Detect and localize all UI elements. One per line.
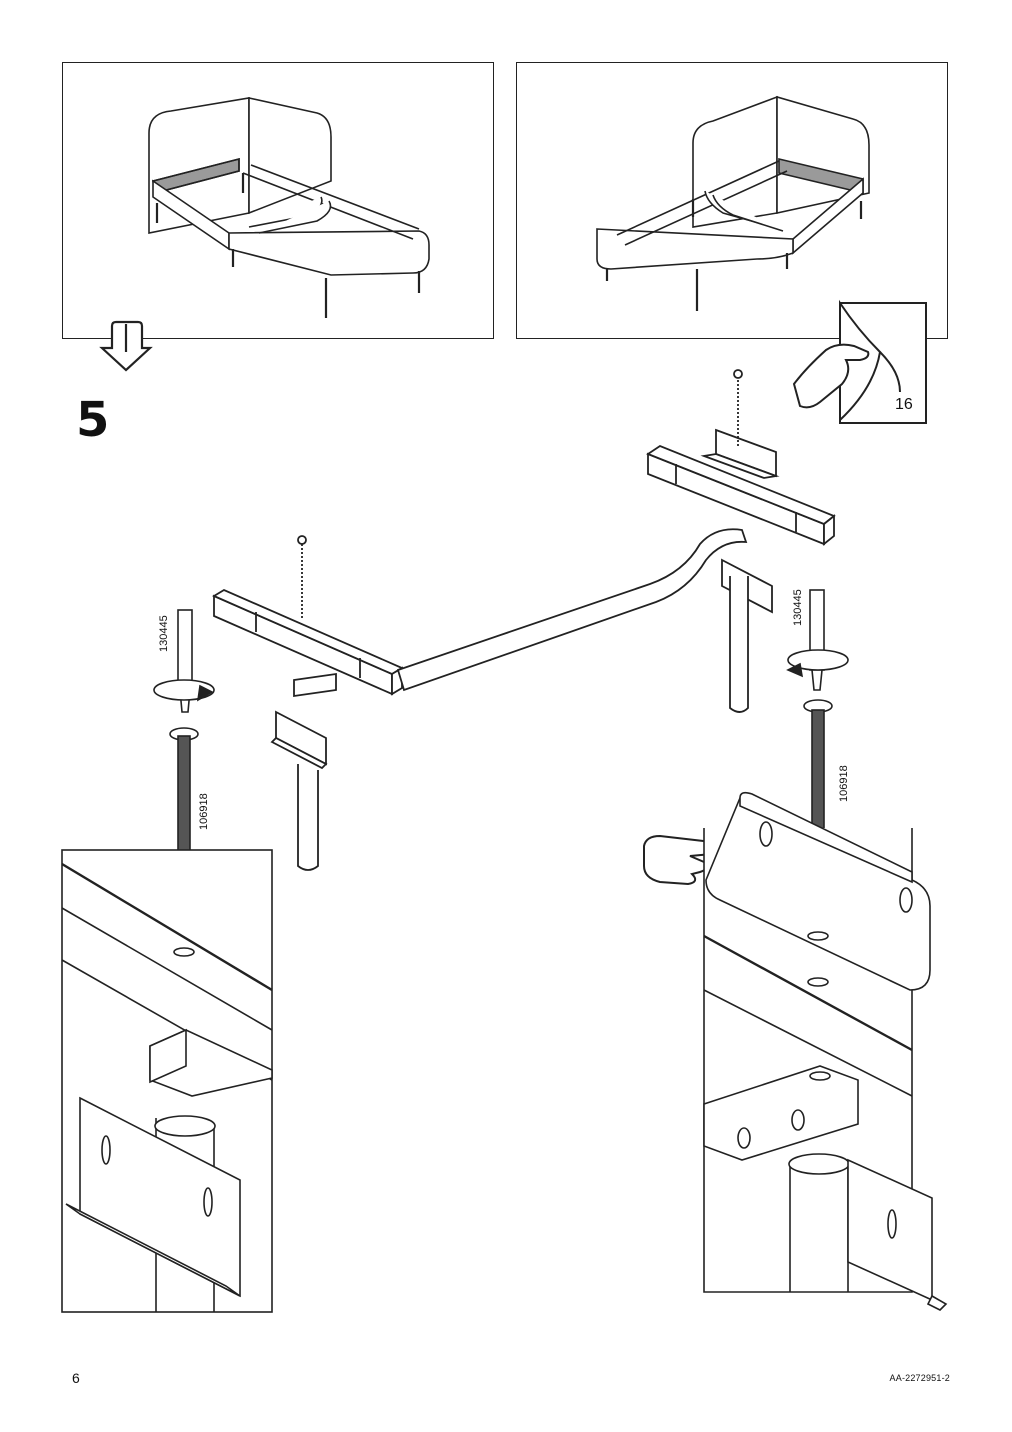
detail-box-left (61, 849, 273, 1313)
screwdriver-right-code: 130445 (792, 589, 804, 626)
overview-panel-left (62, 62, 494, 339)
right-tool-assembly (786, 589, 849, 903)
step-number: 5 (76, 392, 110, 448)
bolt-left-code: 106918 (198, 793, 210, 830)
bed-frame-illustration-left (148, 97, 430, 318)
pointing-hand-icon (643, 834, 720, 886)
detail-box-right (703, 791, 948, 1311)
overview-panel-right (516, 62, 948, 339)
page-number: 6 (72, 1370, 80, 1386)
document-code: AA-2272951-2 (889, 1373, 950, 1383)
bed-frame-illustration-right (596, 95, 870, 311)
rail-assembly (212, 369, 836, 871)
bolt-right-code: 106918 (838, 765, 850, 802)
page-reference-number: 16 (895, 396, 913, 413)
left-tool-assembly (153, 609, 215, 921)
screwdriver-left-code: 130445 (158, 615, 170, 652)
